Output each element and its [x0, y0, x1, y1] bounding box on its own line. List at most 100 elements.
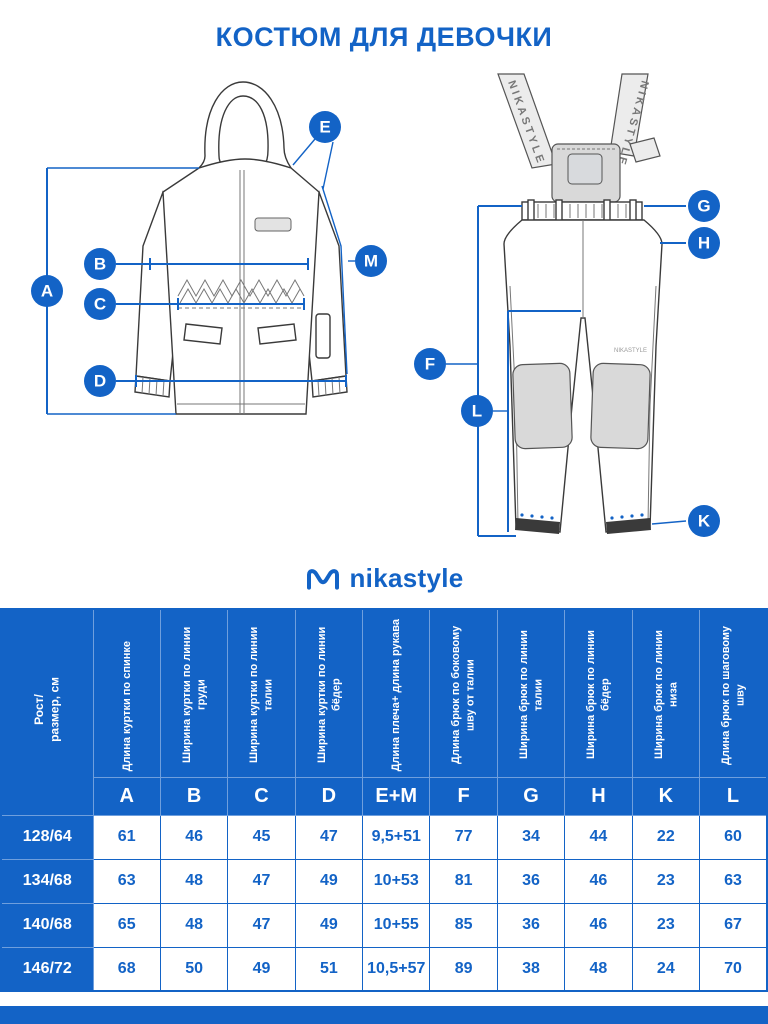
column-letter-L: L — [699, 776, 768, 816]
column-name-B: Ширина куртки по линии груди — [159, 608, 229, 778]
pants-measurements — [446, 205, 687, 537]
brand-logo: nikastyle — [0, 556, 768, 600]
measure-badge-K: K — [688, 505, 720, 537]
size-value: 70 — [699, 946, 768, 992]
column-name-L: Длина брюк по шаговому шву — [699, 608, 768, 778]
column-name-label: Ширина куртки по линии груди — [180, 626, 208, 763]
size-value: 63 — [699, 858, 768, 904]
size-value: 23 — [631, 858, 701, 904]
measure-badge-G: G — [688, 190, 720, 222]
size-value: 48 — [564, 946, 633, 992]
column-name-label: Длина плеча+ длина рукава — [390, 619, 403, 772]
footer-band — [0, 1006, 768, 1024]
column-name-E+M: Длина плеча+ длина рукава — [362, 608, 431, 778]
measure-badge-D: D — [84, 365, 116, 397]
column-name-label: Длина куртки по спинке — [120, 641, 133, 772]
size-value: 68 — [92, 946, 161, 992]
column-letter-B: B — [159, 776, 229, 816]
column-letter-K: K — [631, 776, 701, 816]
column-name-H: Ширина брюк по линии бёдер — [564, 608, 633, 778]
size-value: 48 — [159, 858, 229, 904]
column-letter-D: D — [294, 776, 364, 816]
size-row-header: 134/68 — [0, 858, 94, 904]
column-letter-H: H — [564, 776, 633, 816]
badge-letter: A — [41, 282, 53, 301]
size-value: 36 — [496, 902, 566, 948]
size-value: 23 — [631, 902, 701, 948]
size-value: 45 — [227, 814, 296, 860]
size-value: 65 — [92, 902, 161, 948]
badge-letter: C — [94, 295, 106, 314]
column-name-label: Длина брюк по боковому шву от талии — [450, 625, 477, 764]
size-value: 63 — [92, 858, 161, 904]
measure-badge-A: A — [31, 275, 63, 307]
size-value: 38 — [496, 946, 566, 992]
badge-letter: M — [364, 252, 378, 271]
size-diagram: A B C D E M NIKASTYLE NIKASTYLE — [31, 73, 720, 537]
page-title: КОСТЮМ ДЛЯ ДЕВОЧКИ — [215, 22, 553, 52]
measure-badge-M: M — [355, 245, 387, 277]
size-value: 36 — [496, 858, 566, 904]
row-header-size-label: Рост/ размер, см — [31, 677, 62, 743]
size-value: 9,5+51 — [362, 814, 431, 860]
size-value: 47 — [227, 858, 296, 904]
size-value: 34 — [496, 814, 566, 860]
size-value: 46 — [159, 814, 229, 860]
nikastyle-logo-icon — [306, 569, 339, 590]
size-value: 50 — [159, 946, 229, 992]
column-letter-C: C — [227, 776, 296, 816]
size-value: 49 — [294, 858, 364, 904]
size-value: 46 — [564, 858, 633, 904]
column-name-label: Ширина куртки по линии талии — [248, 626, 275, 763]
size-value: 47 — [227, 902, 296, 948]
size-value: 60 — [699, 814, 768, 860]
column-name-label: Ширина брюк по линии талии — [517, 630, 545, 759]
size-value: 49 — [227, 946, 296, 992]
size-row-header: 140/68 — [0, 902, 94, 948]
row-header-size: Рост/ размер, см — [0, 608, 94, 816]
column-name-label: Ширина брюк по линии бёдер — [585, 630, 612, 759]
badge-letter: H — [698, 234, 710, 253]
measure-badge-H: H — [688, 227, 720, 259]
column-name-A: Длина куртки по спинке — [92, 608, 161, 778]
badge-letter: F — [425, 355, 435, 374]
column-name-label: Ширина брюк по линии низа — [652, 630, 679, 759]
size-table: Рост/ размер, см Длина куртки по спинке Ши… — [0, 608, 768, 992]
size-value: 10+53 — [362, 858, 431, 904]
pants-drawing: NIKASTYLE NIKASTYLE NIKASTYLE — [497, 73, 663, 534]
column-name-F: Длина брюк по боковому шву от талии — [429, 608, 498, 778]
measure-badge-C: C — [84, 288, 116, 320]
size-value: 67 — [699, 902, 768, 948]
size-value: 10+55 — [362, 902, 431, 948]
measure-badge-F: F — [414, 348, 446, 380]
size-value: 77 — [429, 814, 498, 860]
size-value: 89 — [429, 946, 498, 992]
size-value: 81 — [429, 858, 498, 904]
pants-leg-label: NIKASTYLE — [614, 348, 647, 354]
column-name-label: Длина брюк по шаговому шву — [719, 624, 746, 765]
column-name-K: Ширина брюк по линии низа — [631, 608, 701, 778]
size-value: 85 — [429, 902, 498, 948]
column-letter-E+M: E+M — [362, 776, 431, 816]
column-name-D: Ширина куртки по линии бёдер — [294, 608, 364, 778]
column-name-label: Ширина куртки по линии бёдер — [315, 626, 342, 763]
badge-letter: G — [697, 197, 710, 216]
size-row-header: 128/64 — [0, 814, 94, 860]
measure-badge-E: E — [309, 111, 341, 143]
badge-letter: E — [319, 118, 330, 137]
column-letter-A: A — [92, 776, 161, 816]
size-value: 61 — [92, 814, 161, 860]
badge-letter: L — [472, 402, 482, 421]
size-value: 24 — [631, 946, 701, 992]
badge-letter: K — [698, 512, 711, 531]
measure-badge-B: B — [84, 248, 116, 280]
column-name-G: Ширина брюк по линии талии — [496, 608, 566, 778]
column-name-C: Ширина куртки по линии талии — [227, 608, 296, 778]
size-value: 10,5+57 — [362, 946, 431, 992]
size-value: 46 — [564, 902, 633, 948]
size-value: 22 — [631, 814, 701, 860]
column-letter-F: F — [429, 776, 498, 816]
measure-badge-L: L — [461, 395, 493, 427]
size-value: 49 — [294, 902, 364, 948]
